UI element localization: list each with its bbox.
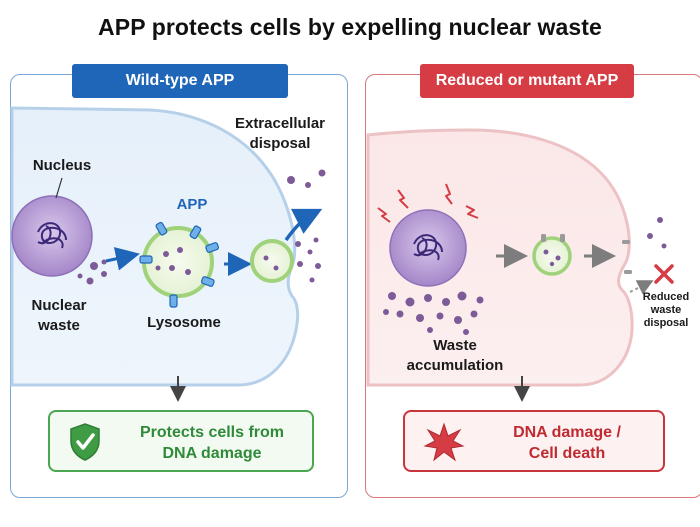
arrow-nucleus-to-lysosome bbox=[105, 247, 140, 271]
arrow-reduced-disposal bbox=[629, 280, 654, 295]
result-protects-cells: Protects cells from DNA damage bbox=[48, 410, 314, 472]
app-proteins bbox=[139, 221, 220, 308]
label-nuclear-waste: Nuclear waste bbox=[31, 297, 87, 334]
membrane-receptors-right bbox=[622, 240, 632, 274]
label-reduced-waste-disposal: Reduced waste disposal bbox=[642, 291, 690, 329]
result-protects-text: Protects cells from DNA damage bbox=[139, 424, 285, 462]
damage-burst-icon bbox=[423, 422, 465, 462]
arrow-extracellular-out bbox=[284, 208, 323, 242]
mutant-header: Reduced or mutant APP bbox=[420, 64, 634, 98]
damage-spark-icons bbox=[377, 183, 479, 223]
wild-type-header: Wild-type APP bbox=[72, 64, 288, 98]
vesicle-fusing-left bbox=[250, 239, 294, 283]
nucleus-left bbox=[11, 195, 93, 277]
extracellular-waste-dots bbox=[287, 169, 326, 283]
label-nucleus: Nucleus bbox=[32, 157, 92, 174]
nucleus-pointer bbox=[55, 177, 63, 199]
shield-check-icon bbox=[70, 423, 100, 461]
lysosome-right bbox=[532, 234, 572, 276]
result-dna-damage: DNA damage / Cell death bbox=[403, 410, 665, 472]
label-app: APP bbox=[176, 196, 208, 213]
blocked-x-icon bbox=[654, 264, 674, 284]
label-extracellular-disposal: Extracellular disposal bbox=[234, 115, 326, 152]
accumulated-waste-dots bbox=[383, 291, 484, 335]
page-title: APP protects cells by expelling nuclear … bbox=[98, 14, 602, 40]
label-lysosome: Lysosome bbox=[147, 314, 221, 331]
label-waste-accumulation: Waste accumulation bbox=[406, 337, 504, 374]
nuclear-waste-dots-left bbox=[77, 259, 107, 285]
result-damage-text: DNA damage / Cell death bbox=[513, 424, 621, 462]
lysosome-left bbox=[142, 226, 214, 298]
nucleus-right bbox=[389, 209, 467, 287]
outside-waste-dots-right bbox=[647, 217, 667, 249]
